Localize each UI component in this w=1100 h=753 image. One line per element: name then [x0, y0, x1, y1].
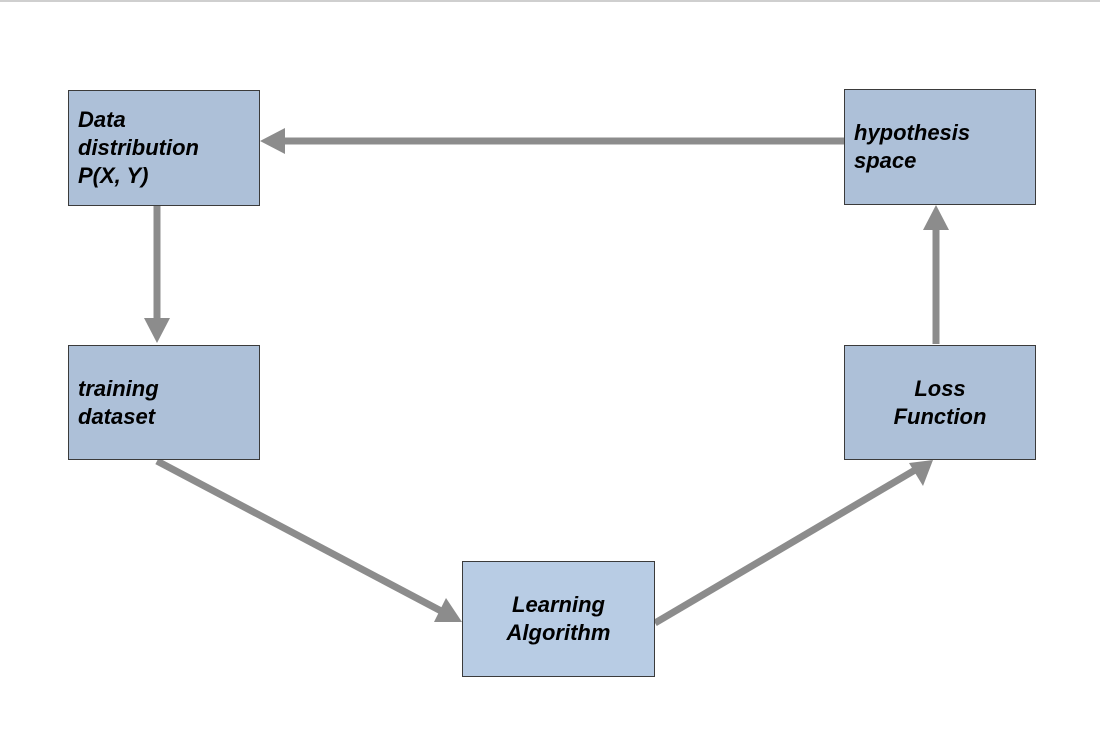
- node-label-line: Data: [78, 107, 126, 132]
- node-label-line: Function: [893, 403, 987, 429]
- node-training-dataset: training dataset: [68, 345, 260, 460]
- node-label-line: dataset: [78, 403, 156, 429]
- node-label-line: Learning: [512, 592, 605, 617]
- node-loss-function: Loss Function: [844, 345, 1036, 460]
- node-label-line: distribution: [78, 135, 199, 160]
- node-learning-algorithm: Learning Algorithm: [462, 561, 655, 677]
- node-label-line: Algorithm: [506, 620, 611, 645]
- node-hypothesis-space: hypothesis space: [844, 89, 1036, 205]
- arrow-data-distribution-to-training-dataset: [144, 206, 170, 343]
- node-label-line: hypothesis: [854, 120, 971, 145]
- arrow-loss-function-to-hypothesis-space: [923, 205, 949, 344]
- node-data-distribution: Data distribution P(X, Y): [68, 90, 260, 206]
- arrow-learning-algorithm-to-loss-function: [653, 460, 933, 627]
- arrow-training-dataset-to-learning-algorithm: [155, 457, 462, 622]
- node-label-line: P(X, Y): [78, 163, 149, 188]
- node-label-line: Loss: [914, 375, 966, 401]
- node-label-line: training: [78, 375, 159, 401]
- node-label-line: space: [854, 148, 917, 173]
- arrow-hypothesis-to-data-distribution: [260, 128, 845, 154]
- top-divider: [0, 0, 1100, 2]
